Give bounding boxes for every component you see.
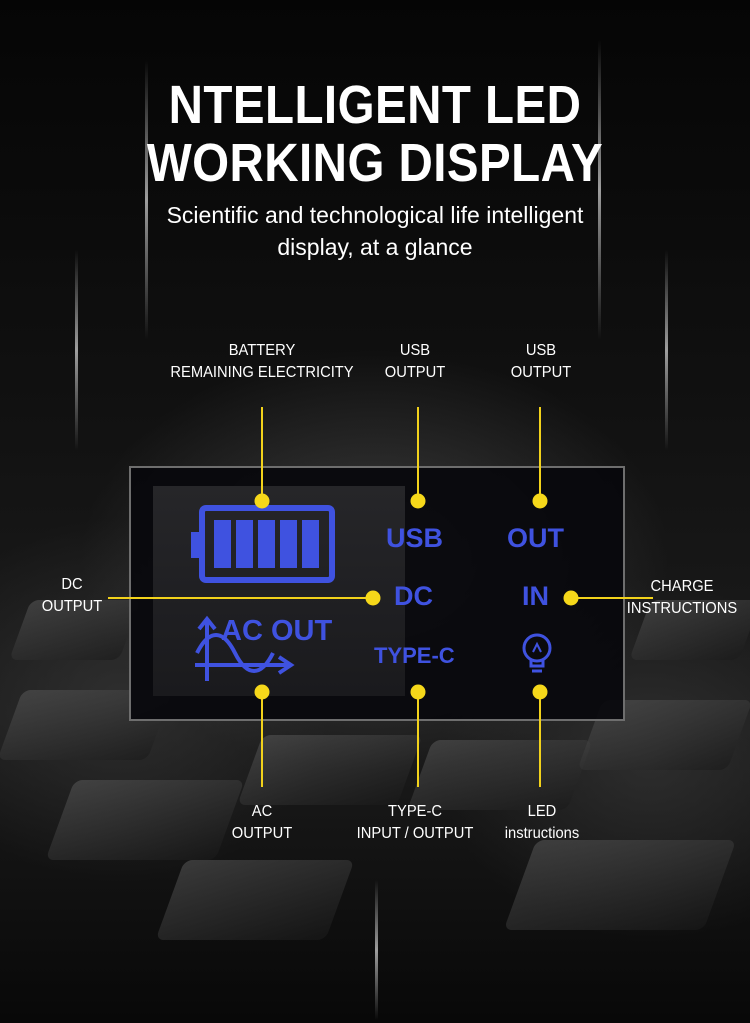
label-usb-output-2-line2: OUTPUT (510, 364, 572, 381)
ac-wave-icon (195, 615, 295, 681)
label-typec: TYPE-C INPUT / OUTPUT (357, 801, 474, 845)
label-typec-line2: INPUT / OUTPUT (356, 825, 474, 842)
background-tile (155, 860, 355, 940)
light-beam (375, 880, 378, 1020)
callout-line-led (539, 692, 541, 787)
label-battery: BATTERY REMAINING ELECTRICITY (170, 340, 353, 384)
label-led-line2: instructions (504, 825, 580, 842)
label-led-line1: LED (527, 803, 557, 820)
label-dc-output-line1: DC (61, 576, 83, 593)
label-usb-output-2-line1: USB (525, 342, 557, 359)
label-ac-output-line2: OUTPUT (231, 825, 293, 842)
callout-dot-dc (365, 590, 381, 606)
battery-icon (191, 505, 335, 583)
label-charge: CHARGE INSTRUCTIONS (627, 576, 737, 620)
battery-bars (214, 520, 319, 568)
background-tile (407, 740, 593, 810)
light-beam (598, 40, 601, 340)
callout-dot-ac (254, 684, 270, 700)
callout-dot-charge (563, 590, 579, 606)
background-tile (503, 840, 737, 930)
callout-dot-usb-2 (532, 493, 548, 509)
bulb-icon (522, 633, 552, 673)
page-title-line2: WORKING DISPLAY (146, 133, 604, 193)
callout-line-dc (108, 597, 373, 599)
callout-line-battery (261, 407, 263, 501)
label-ac-output: AC OUTPUT (232, 801, 293, 845)
label-charge-line2: INSTRUCTIONS (626, 600, 738, 617)
callout-line-usb-2 (539, 407, 541, 501)
battery-bar (258, 520, 275, 568)
subtitle-line2: display, at a glance (277, 234, 473, 260)
led-display-panel: USB OUT DC IN AC OUT TYPE-C (129, 466, 625, 721)
battery-bar (236, 520, 253, 568)
callout-line-ac (261, 692, 263, 787)
battery-bar (302, 520, 319, 568)
callout-dot-usb-1 (410, 493, 426, 509)
label-usb-output-1-line2: OUTPUT (384, 364, 446, 381)
light-beam (665, 250, 668, 450)
lcd-type-c-text: TYPE-C (374, 643, 455, 668)
background-tile (45, 780, 245, 860)
callout-dot-battery (254, 493, 270, 509)
label-led: LED instructions (505, 801, 579, 845)
page-title-line1: NTELLIGENT LED (168, 75, 582, 135)
subtitle-line1: Scientific and technological life intell… (166, 202, 584, 228)
lcd-in-text: IN (522, 581, 549, 611)
callout-dot-led (532, 684, 548, 700)
light-beam (75, 250, 78, 450)
label-ac-output-line1: AC (251, 803, 273, 820)
label-usb-output-2: USB OUTPUT (511, 340, 572, 384)
battery-bar (280, 520, 297, 568)
background-tile (237, 735, 423, 805)
callout-line-typec (417, 692, 419, 787)
callout-line-charge (571, 597, 653, 599)
lcd-screen (153, 486, 405, 696)
label-usb-output-1-line1: USB (399, 342, 431, 359)
battery-bar (214, 520, 231, 568)
lcd-ac-out-text: AC OUT (221, 615, 333, 647)
callout-line-usb-1 (417, 407, 419, 501)
callout-dot-typec (410, 684, 426, 700)
label-typec-line1: TYPE-C (388, 803, 442, 820)
label-battery-line1: BATTERY (228, 342, 296, 359)
light-beam (145, 60, 148, 340)
label-charge-line1: CHARGE (650, 578, 714, 595)
lcd-usb-text: USB (386, 523, 444, 553)
lcd-out-text: OUT (507, 523, 564, 553)
lcd-dc-text: DC (394, 581, 433, 611)
label-battery-line2: REMAINING ELECTRICITY (170, 364, 354, 381)
label-dc-output-line2: OUTPUT (41, 598, 103, 615)
label-usb-output-1: USB OUTPUT (385, 340, 446, 384)
label-dc-output: DC OUTPUT (42, 574, 103, 618)
